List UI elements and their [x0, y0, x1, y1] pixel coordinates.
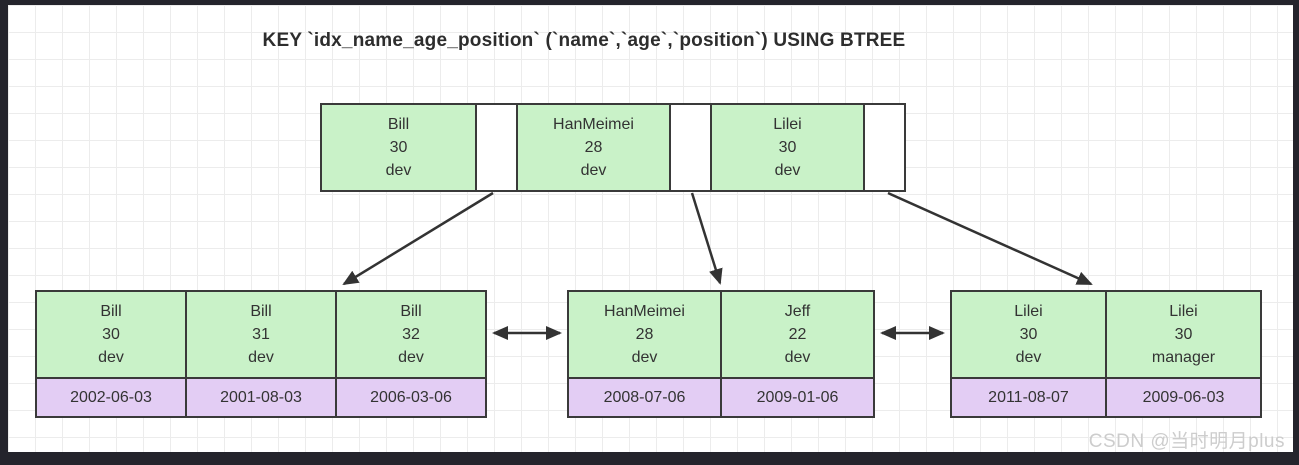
key-age: 28: [584, 139, 603, 156]
key-position: dev: [385, 162, 412, 179]
key-position: dev: [580, 162, 607, 179]
key-name: Lilei: [1014, 303, 1043, 320]
btree-root-node: Bill 30 dev HanMeimei 28 dev Lilei 30 de…: [320, 103, 906, 192]
key-name: Jeff: [784, 303, 811, 320]
key-age: 30: [1174, 326, 1193, 343]
leaf-entry: Jeff 22 dev 2009-01-06: [720, 292, 873, 416]
leaf-data-cell: 2009-06-03: [1107, 377, 1260, 416]
leaf-node-2: HanMeimei 28 dev 2008-07-06 Jeff 22 dev …: [567, 290, 875, 418]
leaf-entry: HanMeimei 28 dev 2008-07-06: [569, 292, 720, 416]
leaf-key-cell: HanMeimei 28 dev: [569, 292, 720, 377]
arrow-root-to-leaf-1: [342, 191, 494, 286]
leaf-data-cell: 2011-08-07: [952, 377, 1105, 416]
leaf-data-cell: 2009-01-06: [722, 377, 873, 416]
root-child-pointer-cell: [475, 105, 516, 190]
key-age: 22: [788, 326, 807, 343]
key-position: dev: [774, 162, 801, 179]
leaf-data-cell: 2006-03-06: [337, 377, 485, 416]
key-position: manager: [1151, 349, 1216, 366]
key-name: Lilei: [773, 116, 802, 133]
key-position: dev: [398, 349, 424, 366]
key-name: Bill: [250, 303, 272, 320]
leaf-key-cell: Lilei 30 dev: [952, 292, 1105, 377]
leaf-entry: Bill 32 dev 2006-03-06: [335, 292, 485, 416]
key-age: 30: [1019, 326, 1038, 343]
key-age: 31: [252, 326, 270, 343]
key-name: Bill: [100, 303, 122, 320]
leaf-node-3: Lilei 30 dev 2011-08-07 Lilei 30 manager…: [950, 290, 1262, 418]
leaf-key-cell: Bill 32 dev: [337, 292, 485, 377]
leaf-key-cell: Lilei 30 manager: [1107, 292, 1260, 377]
leaf-entry: Bill 30 dev 2002-06-03: [37, 292, 185, 416]
arrow-root-to-leaf-3: [887, 191, 1093, 286]
root-key-cell: Bill 30 dev: [322, 105, 475, 190]
leaf-data-cell: 2002-06-03: [37, 377, 185, 416]
leaf-key-cell: Bill 30 dev: [37, 292, 185, 377]
key-name: Bill: [400, 303, 422, 320]
leaf-key-cell: Jeff 22 dev: [722, 292, 873, 377]
leaf-key-cell: Bill 31 dev: [187, 292, 335, 377]
key-position: dev: [631, 349, 658, 366]
root-key-cell: HanMeimei 28 dev: [516, 105, 669, 190]
leaf-node-1: Bill 30 dev 2002-06-03 Bill 31 dev 2001-…: [35, 290, 487, 418]
key-name: HanMeimei: [604, 303, 685, 320]
root-child-pointer-cell: [669, 105, 710, 190]
key-position: dev: [98, 349, 124, 366]
key-age: 28: [635, 326, 654, 343]
leaf-data-cell: 2001-08-03: [187, 377, 335, 416]
key-position: dev: [784, 349, 811, 366]
leaf-entry: Lilei 30 manager 2009-06-03: [1105, 292, 1260, 416]
key-name: HanMeimei: [553, 116, 634, 133]
key-age: 30: [102, 326, 120, 343]
key-age: 32: [402, 326, 420, 343]
key-position: dev: [1015, 349, 1042, 366]
key-age: 30: [778, 139, 797, 156]
diagram-title: KEY `idx_name_age_position` (`name`,`age…: [262, 30, 906, 51]
root-child-pointer-cell: [863, 105, 904, 190]
leaf-entry: Lilei 30 dev 2011-08-07: [952, 292, 1105, 416]
key-name: Bill: [387, 116, 410, 133]
key-position: dev: [248, 349, 274, 366]
key-age: 30: [389, 139, 408, 156]
leaf-data-cell: 2008-07-06: [569, 377, 720, 416]
leaf-entry: Bill 31 dev 2001-08-03: [185, 292, 335, 416]
arrow-root-to-leaf-2: [690, 192, 723, 285]
key-name: Lilei: [1169, 303, 1198, 320]
root-key-cell: Lilei 30 dev: [710, 105, 863, 190]
csdn-watermark: CSDN @当时明月plus: [1088, 431, 1285, 452]
